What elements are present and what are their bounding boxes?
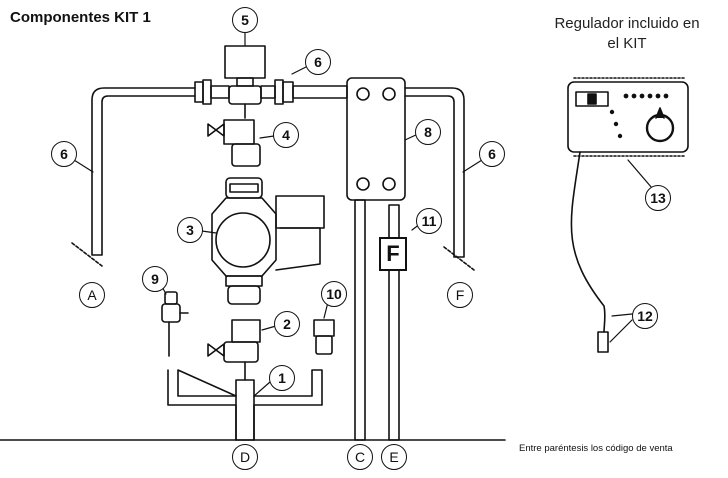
callout-6-top: 6 [305,49,331,75]
callout-8: 8 [415,119,441,145]
collector-stem [235,379,255,441]
callout-6-right: 6 [479,141,505,167]
regulator-caption-line-2: el KIT [607,35,647,52]
callout-13: 13 [645,185,671,211]
callout-1: 1 [269,365,295,391]
connection-e: E [381,444,407,470]
callout-6-left: 6 [51,141,77,167]
safety-valve-9 [161,291,189,357]
callout-3: 3 [177,217,203,243]
callout-5: 5 [232,7,258,33]
callout-4: 4 [273,122,299,148]
ball-valve-4 [207,119,261,167]
valve-5 [224,45,266,119]
connection-d: D [232,444,258,470]
callout-12: 12 [632,303,658,329]
callout-9: 9 [142,266,168,292]
connection-f: F [447,282,473,308]
left-pipe [91,87,196,256]
pipe-e [388,204,400,441]
connection-a: A [79,282,105,308]
ball-valve-2 [207,319,261,381]
regulator-caption-line-1: Regulador incluido en [554,15,700,32]
callout-11: 11 [416,208,442,234]
connection-c: C [347,444,373,470]
right-fitting [260,79,348,105]
sensor-12 [570,151,633,353]
callout-10: 10 [321,281,347,307]
diagram-title: Componentes KIT 1 [10,9,151,26]
pump-3 [211,177,325,305]
callout-2: 2 [274,311,300,337]
right-pipe [404,87,465,258]
regulator-caption: Regulador incluido en el KIT [536,14,718,54]
flow-meter-11: F [379,237,407,271]
leader-lines [73,31,653,397]
pressure-sensor-10 [313,319,335,355]
footnote: Entre paréntesis los código de venta [519,443,673,454]
heat-exchanger-8 [346,77,406,201]
left-fitting [194,79,230,105]
left-pipe-cut [71,242,103,267]
pipe-c [354,199,366,441]
right-pipe-cut [443,246,475,271]
regulator-13 [567,77,689,157]
